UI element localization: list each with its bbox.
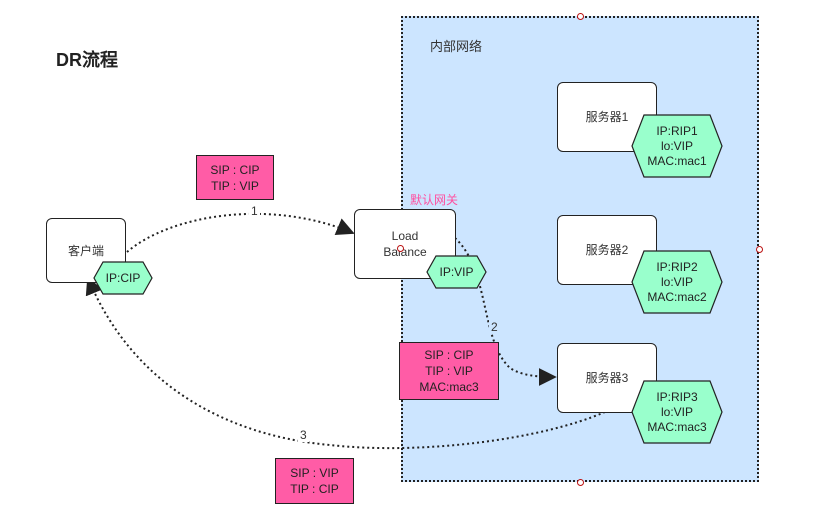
step-label-2: 2 — [489, 320, 500, 334]
client-label: 客户端 — [67, 243, 104, 258]
load-balance-label-line2: Balance — [383, 245, 427, 259]
vip-label: IP:VIP — [439, 264, 474, 279]
server-1-ip: IP:RIP1 — [656, 123, 698, 138]
server-2-mac: MAC:mac2 — [647, 289, 707, 304]
resize-handle-right[interactable] — [756, 246, 763, 253]
packet-1-sip: SIP : CIP — [210, 162, 260, 177]
client-node[interactable]: 客户端 — [46, 218, 126, 283]
client-ip-label: IP:CIP — [105, 270, 141, 285]
server-1-lo: lo:VIP — [660, 138, 693, 153]
server-1-info: IP:RIP1 lo:VIP MAC:mac1 — [632, 115, 722, 177]
server-3-label: 服务器3 — [585, 371, 629, 385]
server-1-label: 服务器1 — [585, 110, 629, 124]
server-2-ip: IP:RIP2 — [656, 259, 698, 274]
packet-1-box[interactable]: SIP : CIP TIP : VIP — [196, 155, 274, 200]
default-gateway-label: 默认网关 — [410, 193, 459, 207]
packet-3-tip: TIP : CIP — [290, 482, 339, 496]
packet-2-tip: TIP : VIP — [425, 364, 473, 378]
server-2-info: IP:RIP2 lo:VIP MAC:mac2 — [632, 251, 722, 313]
packet-3-box[interactable]: SIP : VIP TIP : CIP — [275, 458, 354, 504]
packet-1-tip: TIP : VIP — [211, 178, 259, 193]
connector-step-2 — [454, 237, 557, 386]
packet-3-sip: SIP : VIP — [290, 466, 339, 480]
server-3-mac: MAC:mac3 — [647, 419, 707, 434]
resize-handle-top[interactable] — [577, 13, 584, 20]
packet-2-mac: MAC:mac3 — [419, 380, 479, 394]
server-1-mac: MAC:mac1 — [647, 153, 707, 168]
server-3-ip: IP:RIP3 — [656, 389, 698, 404]
connector-step-1 — [126, 212, 355, 253]
load-balance-label-line1: Load — [391, 229, 419, 243]
server-2-label: 服务器2 — [585, 243, 629, 257]
server-2-lo: lo:VIP — [660, 274, 693, 289]
packet-2-sip: SIP : CIP — [424, 348, 474, 362]
step-label-3: 3 — [298, 428, 309, 442]
server-3-lo: lo:VIP — [660, 404, 693, 419]
packet-2-box[interactable]: SIP : CIP TIP : VIP MAC:mac3 — [399, 342, 499, 400]
resize-handle-bottom[interactable] — [577, 479, 584, 486]
diagram-title: DR流程 — [56, 50, 118, 70]
step-label-1: 1 — [249, 204, 260, 218]
connector-step-3 — [85, 276, 606, 450]
server-3-info: IP:RIP3 lo:VIP MAC:mac3 — [632, 381, 722, 443]
load-balance-center-handle[interactable] — [397, 245, 404, 252]
internal-network-label: 内部网络 — [430, 39, 483, 54]
